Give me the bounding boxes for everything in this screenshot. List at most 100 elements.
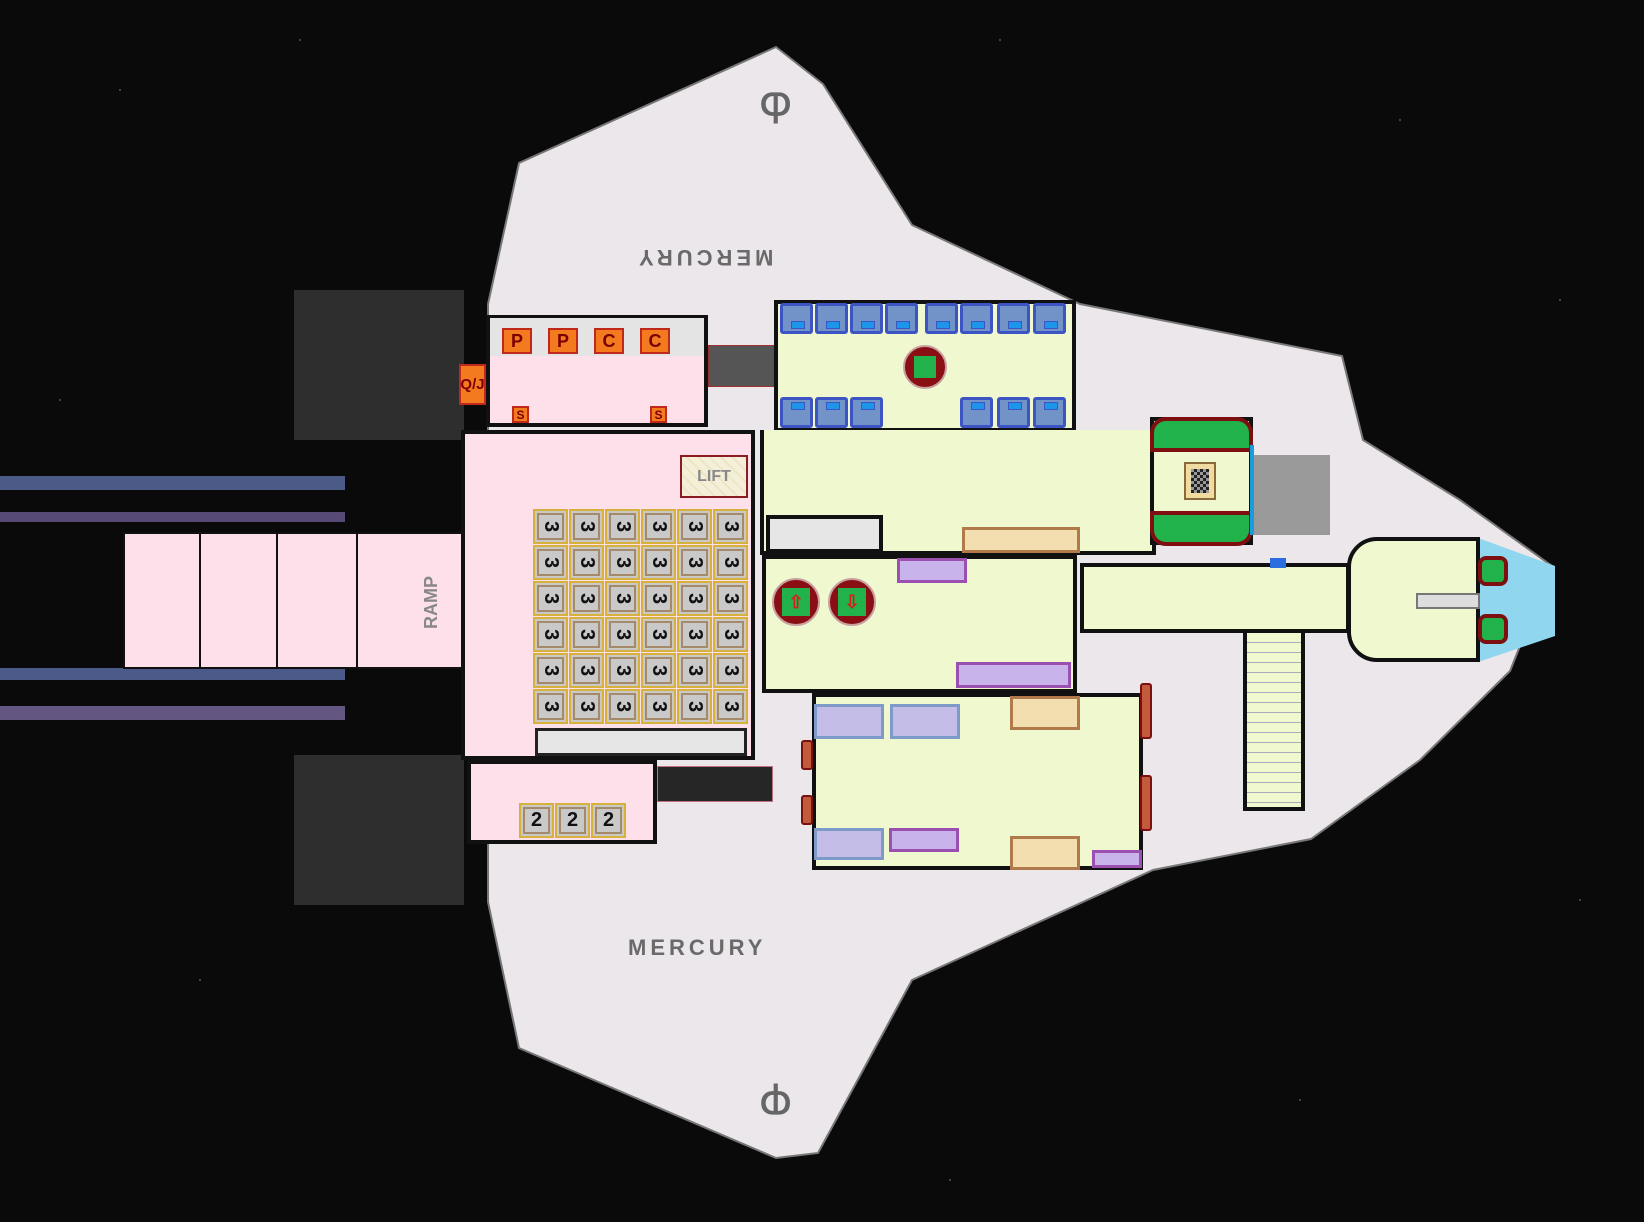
cargo-crate[interactable]: 3 — [533, 509, 568, 544]
cargo-crate[interactable]: 3 — [713, 509, 748, 544]
cargo-crate[interactable]: 3 — [641, 509, 676, 544]
passenger-seat[interactable] — [815, 303, 848, 334]
passenger-seat[interactable] — [960, 397, 993, 428]
cargo-crate-size: 3 — [648, 592, 670, 605]
passenger-seat[interactable] — [997, 303, 1030, 334]
copilot-seat[interactable] — [1478, 614, 1508, 644]
locker-p2[interactable]: P — [548, 328, 578, 354]
cargo-crate[interactable]: 3 — [605, 617, 640, 652]
cargo-crate-size: 3 — [612, 628, 634, 641]
passenger-seat[interactable] — [850, 397, 883, 428]
cargo-crate[interactable]: 3 — [605, 509, 640, 544]
lift[interactable]: LIFT — [680, 455, 748, 498]
cargo-crate[interactable]: 3 — [569, 689, 604, 724]
cargo-crate[interactable]: 3 — [677, 653, 712, 688]
cargo-crate[interactable]: 3 — [605, 545, 640, 580]
lockers-upper — [897, 558, 967, 583]
locker-c1[interactable]: C — [594, 328, 624, 354]
cargo-crate[interactable]: 3 — [533, 545, 568, 580]
cargo-crate[interactable]: 3 — [677, 509, 712, 544]
cargo-crate[interactable]: 3 — [533, 617, 568, 652]
passenger-seat[interactable] — [1033, 397, 1066, 428]
desk-lower — [1010, 836, 1080, 870]
cargo-crate[interactable]: 3 — [605, 653, 640, 688]
cargo-crate[interactable]: 3 — [533, 653, 568, 688]
cargo-crate-size: 3 — [576, 700, 598, 713]
qj-tag[interactable]: Q/J — [459, 364, 486, 405]
cargo-crate-size: 3 — [684, 700, 706, 713]
cargo-crate-size: 3 — [612, 520, 634, 533]
engine-exhaust — [0, 476, 345, 720]
small-cargo-crate[interactable]: 2 — [555, 803, 590, 838]
storage-hatch — [657, 766, 773, 802]
cargo-crate-size: 3 — [648, 664, 670, 677]
cargo-crate-size: 3 — [720, 664, 742, 677]
bunk-1[interactable] — [814, 704, 884, 739]
cargo-crate[interactable]: 3 — [569, 617, 604, 652]
pilot-seat[interactable] — [1478, 556, 1508, 586]
passenger-seat[interactable] — [815, 397, 848, 428]
bunk-2[interactable] — [890, 704, 960, 739]
passenger-seat[interactable] — [780, 303, 813, 334]
cargo-crate[interactable]: 3 — [677, 545, 712, 580]
cargo-crate[interactable]: 3 — [641, 581, 676, 616]
counter — [962, 527, 1080, 553]
seat-s1[interactable]: S — [512, 406, 529, 423]
bunk-3[interactable] — [814, 828, 884, 860]
passenger-seat[interactable] — [960, 303, 993, 334]
passenger-seat[interactable] — [997, 397, 1030, 428]
elevator-pad-up[interactable]: ⇧ — [772, 578, 820, 626]
passenger-seat[interactable] — [1033, 303, 1066, 334]
cargo-crate[interactable]: 3 — [713, 617, 748, 652]
cargo-crate-size: 3 — [612, 556, 634, 569]
cargo-crate[interactable]: 3 — [569, 581, 604, 616]
cargo-crate[interactable]: 3 — [641, 689, 676, 724]
cargo-crate[interactable]: 3 — [641, 617, 676, 652]
pilot-console[interactable] — [903, 345, 947, 389]
cargo-crate-size: 3 — [720, 700, 742, 713]
cargo-crate[interactable]: 3 — [677, 617, 712, 652]
cargo-crate[interactable]: 3 — [677, 581, 712, 616]
cargo-crate[interactable]: 3 — [605, 689, 640, 724]
cargo-crate-size: 3 — [648, 520, 670, 533]
cargo-crate[interactable]: 3 — [533, 581, 568, 616]
cargo-crate-size: 3 — [540, 628, 562, 641]
cargo-crate[interactable]: 3 — [569, 653, 604, 688]
cargo-crate[interactable]: 3 — [713, 545, 748, 580]
cargo-crate[interactable]: 3 — [569, 509, 604, 544]
small-cargo-crate[interactable]: 2 — [519, 803, 554, 838]
cargo-crate[interactable]: 3 — [713, 653, 748, 688]
locker-c2[interactable]: C — [640, 328, 670, 354]
stairs[interactable] — [1243, 633, 1305, 811]
locker-p1[interactable]: P — [502, 328, 532, 354]
ramp[interactable] — [123, 532, 463, 669]
cargo-crate[interactable]: 3 — [641, 653, 676, 688]
cargo-crate[interactable]: 3 — [533, 689, 568, 724]
door-right-1[interactable] — [1140, 683, 1152, 739]
cargo-crate[interactable]: 3 — [569, 545, 604, 580]
mess-window — [1250, 445, 1254, 535]
small-cargo-crate[interactable]: 2 — [591, 803, 626, 838]
passenger-seat[interactable] — [780, 397, 813, 428]
passenger-seat[interactable] — [925, 303, 958, 334]
cargo-crate-size: 3 — [720, 628, 742, 641]
hull-name-bottom: MERCURY — [628, 935, 767, 960]
ramp-label: RAMP — [421, 576, 441, 629]
seat-s2[interactable]: S — [650, 406, 667, 423]
door-right-2[interactable] — [1140, 775, 1152, 831]
cargo-crate-size: 3 — [720, 592, 742, 605]
cargo-crate[interactable]: 3 — [713, 689, 748, 724]
cargo-crate[interactable]: 3 — [677, 689, 712, 724]
cargo-crate[interactable]: 3 — [641, 545, 676, 580]
cargo-crate[interactable]: 3 — [713, 581, 748, 616]
booth-bottom[interactable] — [1150, 511, 1253, 546]
elevator-pad-down[interactable]: ⇩ — [828, 578, 876, 626]
engine-upper — [294, 290, 464, 440]
cargo-crate[interactable]: 3 — [605, 581, 640, 616]
booth-top[interactable] — [1150, 417, 1253, 452]
door-left-2[interactable] — [801, 795, 813, 825]
passenger-seat[interactable] — [885, 303, 918, 334]
door-left-1[interactable] — [801, 740, 813, 770]
passenger-seat[interactable] — [850, 303, 883, 334]
cargo-crate-size: 3 — [540, 700, 562, 713]
